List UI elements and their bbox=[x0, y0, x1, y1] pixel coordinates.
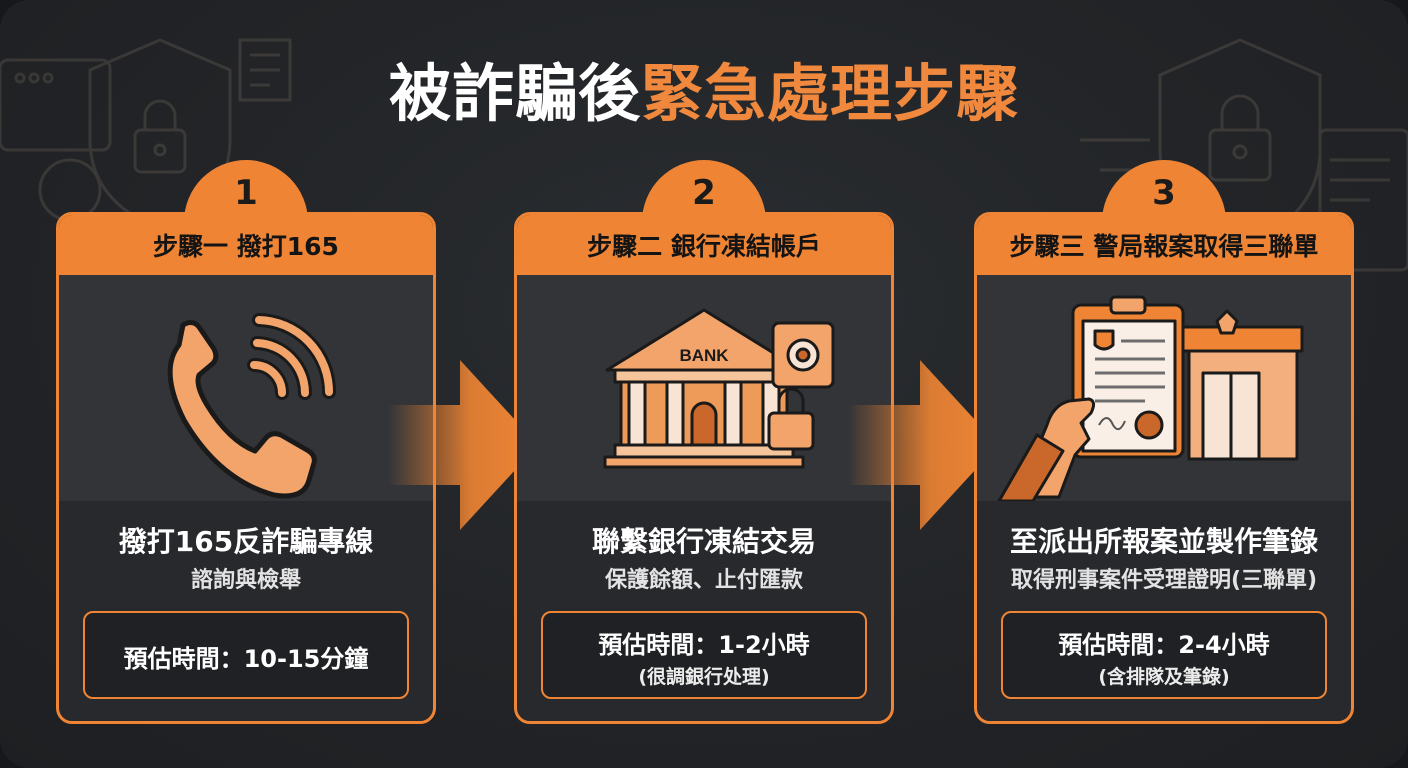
step-card: 步驟三 警局報案取得三聯單 bbox=[974, 212, 1354, 724]
illustration-panel bbox=[59, 275, 433, 501]
time-estimate-box: 預估時間：10-15分鐘 bbox=[83, 611, 409, 699]
time-estimate: 預估時間：1-2小時 bbox=[598, 631, 810, 659]
step-card: 步驟一 撥打165 bbox=[56, 212, 436, 724]
bank-icon: BANK bbox=[603, 308, 835, 469]
step-header: 步驟三 警局報案取得三聯單 bbox=[977, 215, 1351, 275]
time-estimate: 預估時間：10-15分鐘 bbox=[123, 645, 369, 673]
step-header: 步驟二 銀行凍結帳戶 bbox=[517, 215, 891, 275]
step-card: 步驟二 銀行凍結帳戶 bbox=[514, 212, 894, 724]
step-sub-text: 取得刑事案件受理證明(三聯單) bbox=[1010, 568, 1318, 593]
step-sub-text: 保護餘額、止付匯款 bbox=[604, 568, 803, 593]
time-estimate-box: 預估時間：2-4小時 (含排隊及筆錄) bbox=[1001, 611, 1327, 699]
time-note: (含排隊及筆錄) bbox=[1098, 666, 1230, 688]
step-main-text: 聯繫銀行凍結交易 bbox=[591, 525, 816, 558]
step-1: 1 步驟一 撥打165 bbox=[56, 160, 436, 726]
title-orange-part: 緊急處理步驟 bbox=[641, 57, 1020, 130]
step-main-text: 撥打165反詐騙專線 bbox=[118, 525, 374, 558]
arrow-right-icon bbox=[848, 360, 998, 530]
police-report-icon bbox=[997, 295, 1304, 501]
step-header: 步驟一 撥打165 bbox=[59, 215, 433, 275]
arrow-right-icon bbox=[388, 360, 538, 530]
step-main-text: 至派出所報案並製作筆錄 bbox=[1009, 525, 1318, 558]
time-estimate: 預估時間：2-4小時 bbox=[1058, 631, 1270, 659]
time-note: (很調銀行处理) bbox=[638, 666, 770, 688]
illustration-panel bbox=[977, 275, 1351, 501]
step-3: 3 步驟三 警局報案取得三聯單 bbox=[974, 160, 1354, 726]
step-2: 2 步驟二 銀行凍結帳戶 bbox=[514, 160, 894, 726]
time-estimate-box: 預估時間：1-2小時 (很調銀行处理) bbox=[541, 611, 867, 699]
page-title: 被詐騙後緊急處理步驟 bbox=[0, 58, 1408, 130]
phone-icon bbox=[167, 313, 336, 499]
title-white-part: 被詐騙後 bbox=[388, 57, 641, 130]
illustration-panel: BANK bbox=[517, 275, 891, 501]
step-sub-text: 諮詢與檢舉 bbox=[190, 568, 301, 593]
bank-sign-label: BANK bbox=[679, 346, 729, 365]
